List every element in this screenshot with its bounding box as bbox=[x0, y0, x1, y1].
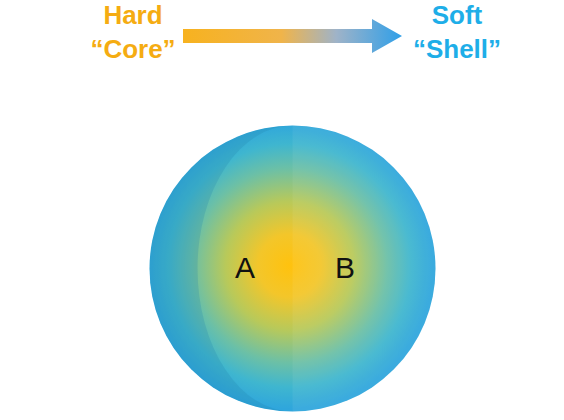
axis-label: Hard “Core” bbox=[78, 0, 188, 66]
sphere-shape bbox=[149, 125, 436, 412]
region-letter: A bbox=[235, 251, 255, 285]
arrow-shape bbox=[183, 19, 402, 53]
axis-label: Soft “Shell” bbox=[402, 0, 512, 66]
region-letter: B bbox=[335, 251, 355, 285]
sphere-node: AB bbox=[149, 125, 436, 412]
